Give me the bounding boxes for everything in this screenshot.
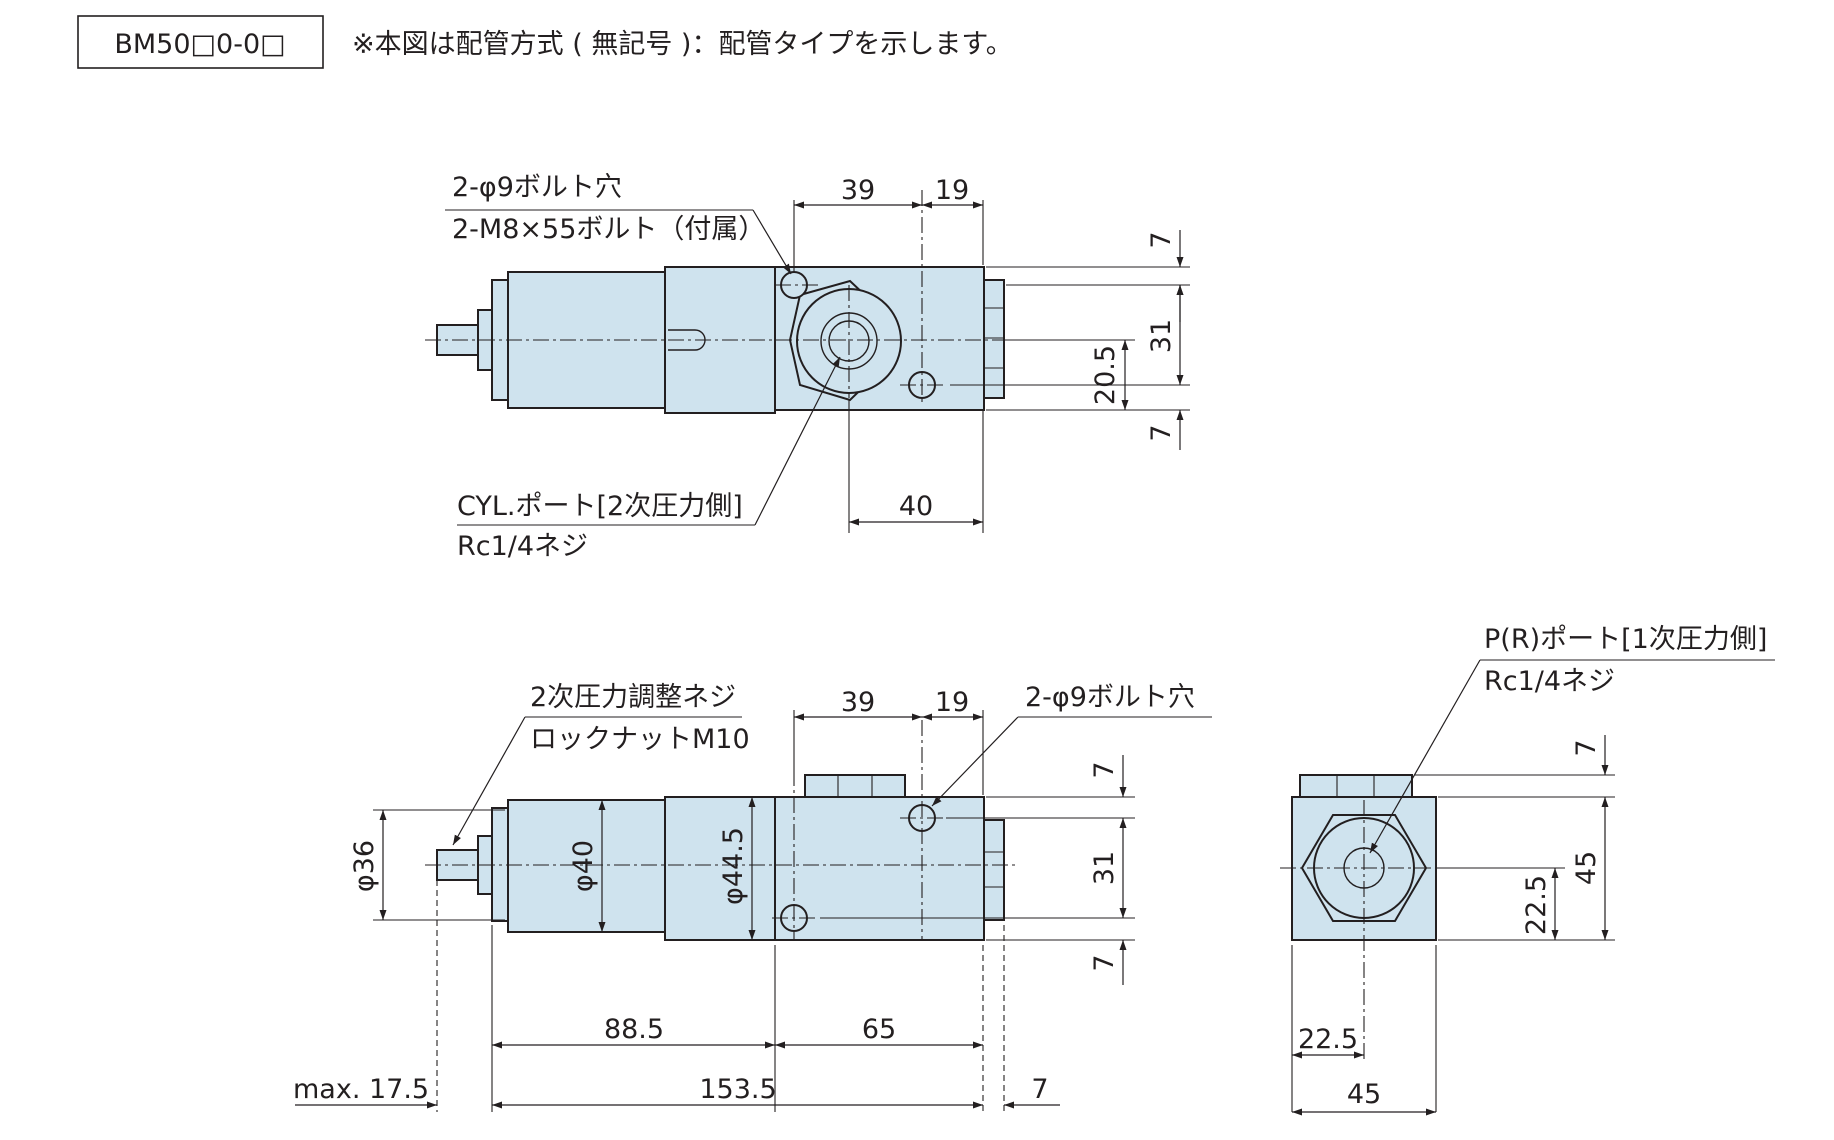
side-callout-pr-thread: Rc1/4ネジ bbox=[1484, 666, 1615, 697]
top-right-nut bbox=[983, 279, 1005, 399]
front-callout-adjust: 2次圧力調整ネジ bbox=[530, 682, 736, 713]
front-dim-7-right: 7 bbox=[1031, 1074, 1048, 1105]
front-view: 39 19 φ36 φ40 φ44.5 7 31 7 88.5 65 max. … bbox=[293, 682, 1212, 1112]
top-dim-39: 39 bbox=[841, 175, 875, 206]
top-dim-40: 40 bbox=[899, 491, 933, 522]
front-dim-7-bottom: 7 bbox=[1089, 954, 1120, 971]
top-dim-20-5: 20.5 bbox=[1090, 345, 1121, 405]
model-code: BM50□0-0□ bbox=[114, 29, 285, 60]
header-note: ※本図は配管方式 ( 無記号 )：配管タイプを示します。 bbox=[352, 29, 1013, 60]
front-cylinder bbox=[507, 799, 669, 933]
side-dim-22-5-height: 22.5 bbox=[1521, 875, 1552, 935]
front-dim-phi44-5: φ44.5 bbox=[718, 827, 749, 905]
top-callout-bolt: 2-M8×55ボルト（付属） bbox=[452, 214, 765, 245]
front-top-nut bbox=[804, 774, 906, 798]
side-dim-22-5-width: 22.5 bbox=[1298, 1024, 1358, 1055]
side-dim-45-height: 45 bbox=[1571, 851, 1602, 885]
model-code-box bbox=[77, 15, 324, 69]
side-top-nut bbox=[1299, 774, 1413, 798]
side-dim-7: 7 bbox=[1571, 739, 1602, 756]
front-dim-39: 39 bbox=[841, 687, 875, 718]
top-callout-bolt-hole: 2-φ9ボルト穴 bbox=[452, 172, 622, 203]
side-callout-pr-port: P(R)ポート[1次圧力側] bbox=[1484, 624, 1767, 655]
front-right-nut bbox=[983, 819, 1005, 921]
top-dim-31: 31 bbox=[1146, 319, 1177, 353]
front-dim-31: 31 bbox=[1089, 851, 1120, 885]
front-dim-max17-5: max. 17.5 bbox=[293, 1074, 429, 1105]
front-dim-phi40: φ40 bbox=[568, 840, 599, 892]
front-block bbox=[774, 796, 985, 941]
front-dim-65: 65 bbox=[862, 1014, 896, 1045]
side-view: 7 45 22.5 22.5 45 P(R)ポート[1次圧力側] Rc1/4ネジ bbox=[1280, 624, 1775, 1116]
side-dim-45-width: 45 bbox=[1347, 1079, 1381, 1110]
front-dim-153-5: 153.5 bbox=[699, 1074, 776, 1105]
top-callout-cyl-port: CYL.ポート[2次圧力側] bbox=[457, 491, 743, 522]
front-cylinder-large bbox=[664, 796, 776, 941]
front-callout-locknut: ロックナットM10 bbox=[530, 724, 750, 755]
front-dim-19: 19 bbox=[935, 687, 969, 718]
top-dim-7-top: 7 bbox=[1146, 231, 1177, 248]
front-callout-bolt-hole: 2-φ9ボルト穴 bbox=[1025, 682, 1195, 713]
top-view: 39 19 40 7 31 20.5 7 2-φ9ボルト穴 2-M8×55ボルト… bbox=[425, 172, 1190, 562]
top-dim-19: 19 bbox=[935, 175, 969, 206]
header: BM50□0-0□ ※本図は配管方式 ( 無記号 )：配管タイプを示します。 bbox=[77, 15, 1013, 69]
front-dim-phi36: φ36 bbox=[349, 840, 380, 892]
front-dim-7-top: 7 bbox=[1089, 761, 1120, 778]
top-callout-cyl-thread: Rc1/4ネジ bbox=[457, 531, 588, 562]
front-dim-88-5: 88.5 bbox=[604, 1014, 664, 1045]
top-dim-7-bottom: 7 bbox=[1146, 424, 1177, 441]
